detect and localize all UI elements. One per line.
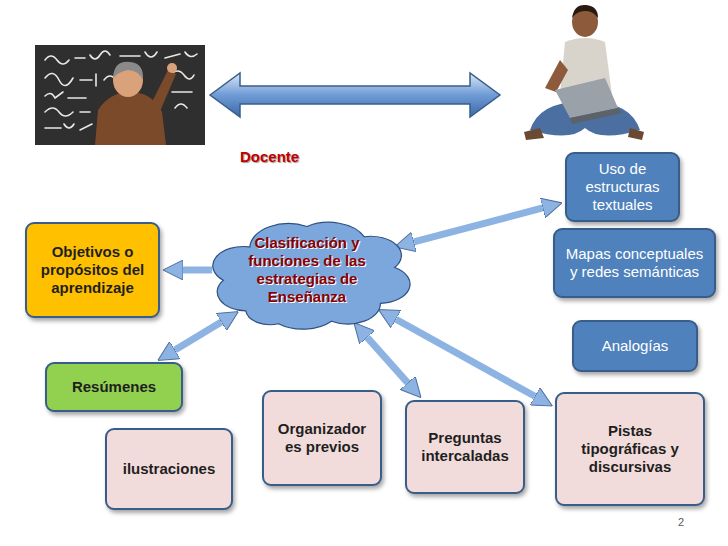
node-text: Analogías — [602, 337, 669, 355]
strategy-box: Analogías — [572, 320, 698, 372]
strategy-box: ilustraciones — [105, 428, 233, 510]
connector-arrow — [175, 322, 221, 350]
student-photo — [524, 5, 644, 140]
node-text: Clasificación y funciones de las estrate… — [243, 234, 371, 306]
connector-arrow — [367, 337, 408, 382]
node-text: Organizador es previos — [272, 420, 372, 456]
double-arrow — [210, 73, 500, 117]
strategy-box: Organizador es previos — [262, 390, 382, 486]
cloud-shape — [205, 206, 409, 334]
node-text: ilustraciones — [123, 460, 216, 478]
node-text: Objetivos o propósitos del aprendizaje — [35, 243, 150, 297]
node-text: Uso de estructuras textuales — [575, 160, 670, 214]
role-label: Docente — [240, 148, 299, 165]
strategy-box: Mapas conceptuales y redes semánticas — [553, 228, 716, 298]
node-text: Resúmenes — [72, 378, 156, 396]
page-number: 2 — [678, 516, 684, 528]
node-text: Pistas tipográficas y discursivas — [565, 422, 695, 476]
connector-arrow — [183, 267, 212, 274]
strategy-box: Resúmenes — [45, 362, 183, 412]
strategy-box: Uso de estructuras textuales — [565, 152, 680, 222]
strategy-box: Preguntas intercaladas — [405, 400, 525, 494]
strategy-box: Pistas tipográficas y discursivas — [555, 392, 705, 506]
connector-arrow — [414, 208, 543, 242]
node-text: Preguntas intercaladas — [415, 429, 515, 465]
teacher-photo — [35, 45, 205, 145]
node-text: Mapas conceptuales y redes semánticas — [563, 245, 706, 281]
cloud-outline — [213, 222, 410, 329]
strategy-box: Objetivos o propósitos del aprendizaje — [25, 222, 160, 318]
connector-arrow — [396, 319, 535, 396]
central-cloud: Clasificación y funciones de las estrate… — [205, 206, 409, 334]
